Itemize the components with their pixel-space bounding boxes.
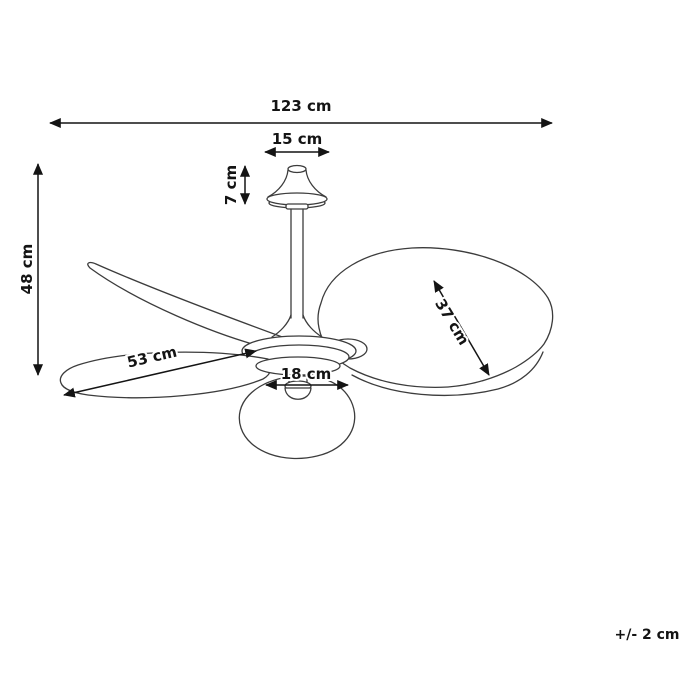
canopy-side-left bbox=[267, 169, 289, 198]
canopy-top-knob bbox=[287, 164, 307, 174]
ceiling-fan-drawing bbox=[59, 164, 554, 460]
dim-label-light-housing-width: 18 cm bbox=[281, 365, 332, 383]
dim-label-canopy-width: 15 cm bbox=[272, 130, 323, 148]
downrod-collar bbox=[285, 203, 309, 210]
dim-label-overall-width: 123 cm bbox=[270, 97, 331, 115]
dim-label-overall-height: 48 cm bbox=[18, 244, 36, 295]
fan-canopy bbox=[266, 164, 328, 209]
dim-arrow-blade-length bbox=[63, 348, 257, 398]
canopy-side-right bbox=[305, 169, 327, 198]
canopy-base bbox=[266, 192, 328, 206]
fan-downrod bbox=[285, 203, 309, 319]
fan-blade-right-rear-edge bbox=[351, 351, 544, 397]
dim-label-canopy-height: 7 cm bbox=[222, 165, 240, 205]
fan-blade-right bbox=[317, 247, 554, 388]
motor-neck-left bbox=[271, 314, 292, 338]
dimension-arrows bbox=[32, 117, 553, 398]
dim-arrow-blade-width bbox=[433, 280, 490, 376]
fan-blade-upper-left bbox=[87, 261, 289, 352]
tolerance-note: +/- 2 cm bbox=[614, 627, 679, 643]
motor-neck-right bbox=[302, 314, 323, 338]
